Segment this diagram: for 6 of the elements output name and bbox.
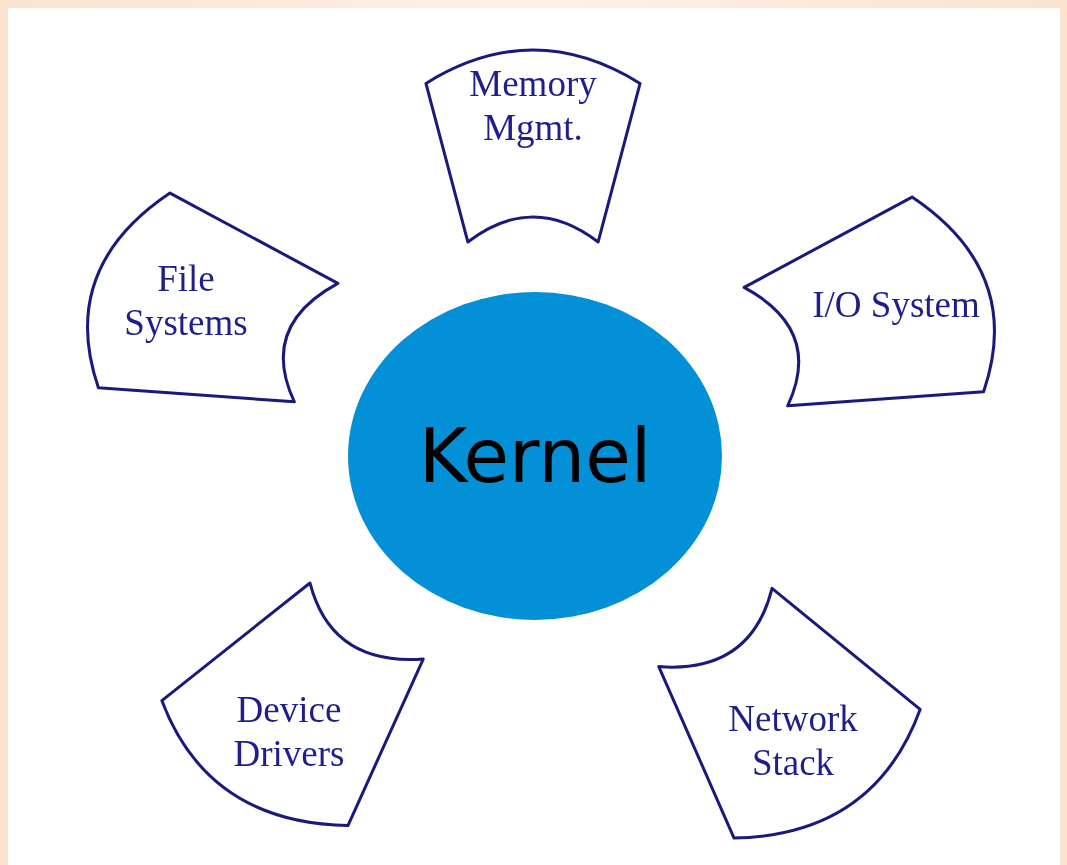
- node-label: I/O System: [811, 282, 981, 327]
- node-label: Kernel: [418, 413, 652, 499]
- node-label: Device Drivers: [232, 687, 346, 776]
- node-label: Memory Mgmt.: [468, 61, 598, 150]
- node-label: Network Stack: [727, 696, 859, 785]
- node-label: File Systems: [123, 256, 249, 345]
